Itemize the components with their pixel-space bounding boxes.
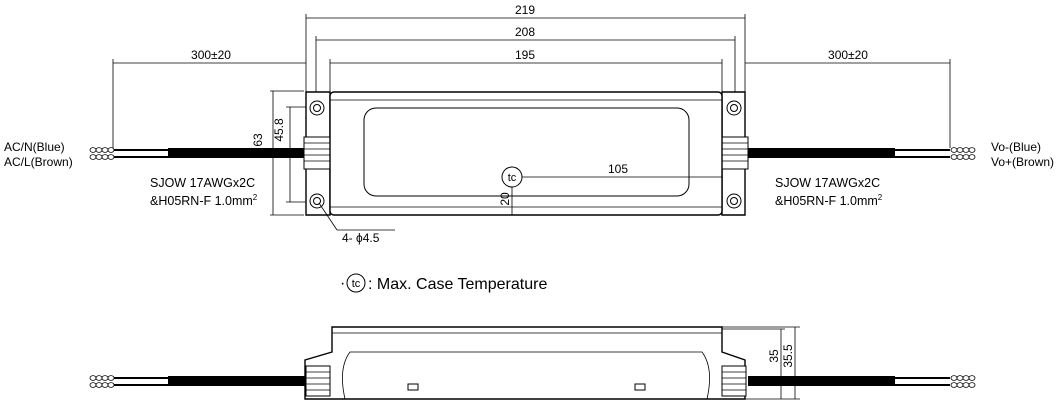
input-wire-strands [89,147,115,160]
tc-legend-text: : Max. Case Temperature [368,276,547,293]
mounting-hole [730,104,738,112]
output-lead-length-label: 300±20 [828,48,868,62]
case-body-side [304,326,746,400]
tc-measure: tc 105 20 [498,162,722,215]
input-cable-spec-line2: &H05RN-F 1.0mm2 [150,193,258,208]
output-cables [748,147,976,160]
tc-legend-symbol: tc [352,278,361,290]
side-gland-left [305,365,331,397]
top-view: 219 208 195 300±20 300±20 63 [4,3,1054,245]
vertical-dimensions: 63 45.8 [251,90,316,216]
tc-point-icon [501,166,523,188]
tc-legend: · tc : Max. Case Temperature [340,273,547,293]
mounting-holes-label: 4- ϕ4.5 [342,231,380,245]
input-cable-spec-line1: SJOW 17AWGx2C [150,176,255,190]
mounting-hole-callout: 4- ϕ4.5 [318,202,395,245]
output-wire-strands [950,147,976,160]
vent-slot [407,383,419,391]
output-cable-spec-line2: &H05RN-F 1.0mm2 [775,193,883,208]
height-label: 63 [251,133,265,147]
output-wire-1-label: Vo-(Blue) [991,140,1041,154]
cable-gland-left [303,136,331,170]
overall-length-label: 219 [515,3,535,17]
svg-text:·: · [340,275,345,292]
side-gland-right [721,365,747,397]
right-flange [721,91,749,216]
mounting-hole [313,197,321,205]
flange-length-label: 208 [515,25,535,39]
mounting-hole [730,197,738,205]
mounting-hole [313,104,321,112]
tc-legend-icon [346,273,366,293]
tc-symbol: tc [508,172,517,184]
hole-spacing-label: 45.8 [272,118,286,142]
tc-from-edge-label: 20 [498,192,512,206]
side-view: 35 35.5 [89,326,976,400]
side-height-outer-label: 35.5 [781,344,795,368]
input-cables [89,147,305,160]
input-wire-2-label: AC/L(Brown) [4,155,73,169]
body-length-label: 195 [515,48,535,62]
side-height-inner-label: 35 [767,349,781,363]
vent-slot [634,383,646,391]
cable-gland-right [721,136,749,170]
case-body-top [329,91,723,216]
output-wire-2-label: Vo+(Brown) [991,155,1054,169]
input-lead-length-label: 300±20 [191,48,231,62]
left-flange [303,91,331,216]
tc-from-end-label: 105 [608,162,628,176]
output-cable-spec-line1: SJOW 17AWGx2C [775,176,880,190]
input-wire-1-label: AC/N(Blue) [4,140,65,154]
horizontal-dimensions: 219 208 195 300±20 300±20 [112,3,951,148]
label-area [363,107,690,197]
